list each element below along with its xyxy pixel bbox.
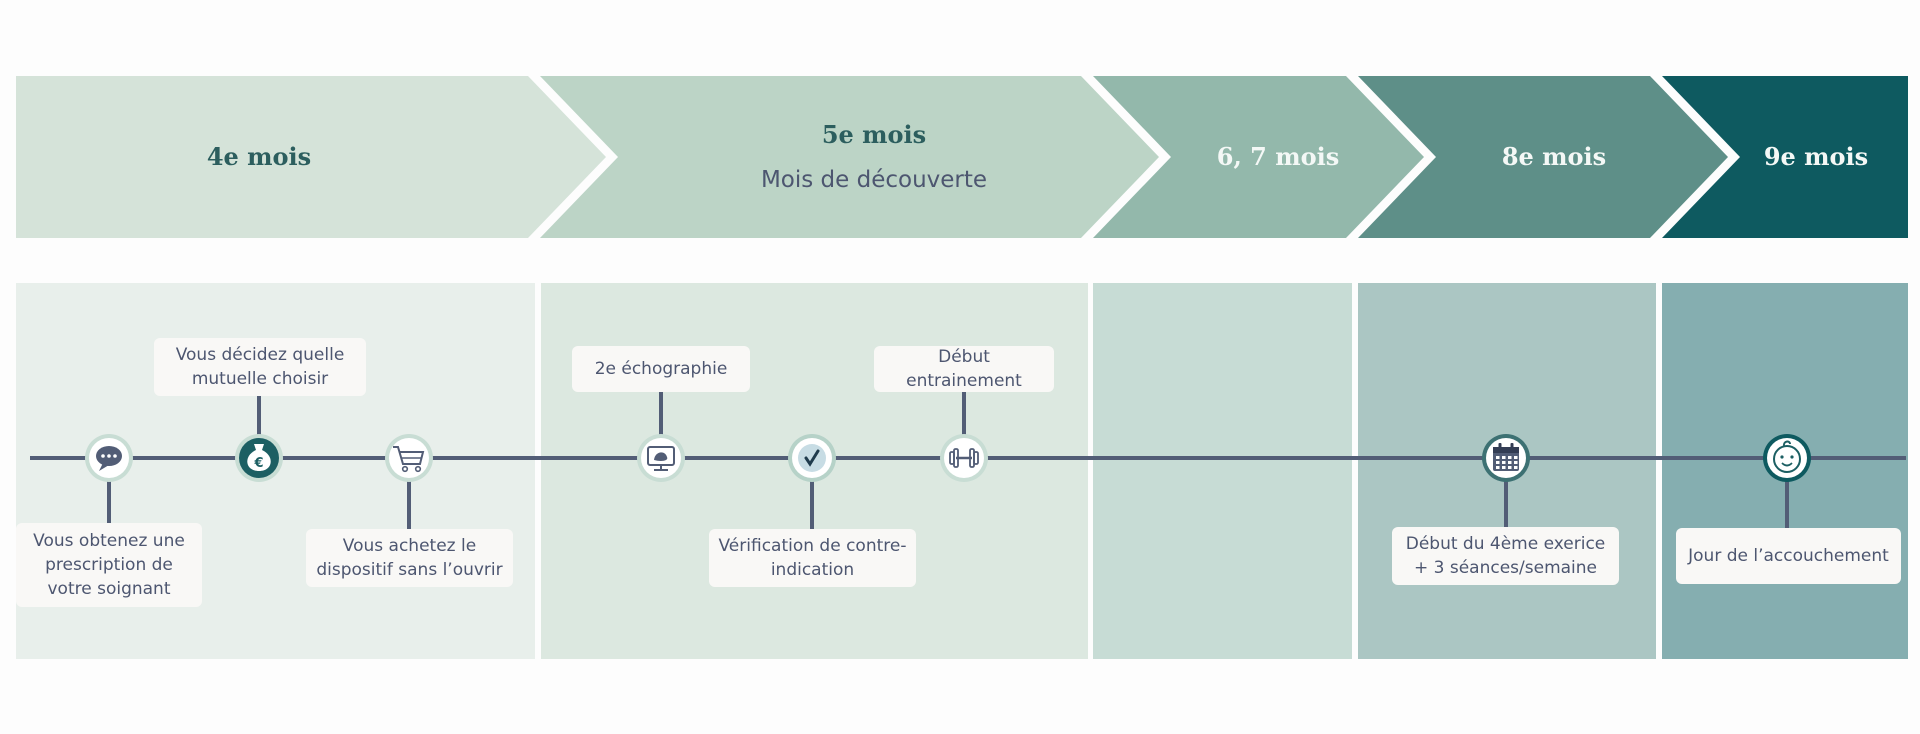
event-label-8: Jour de l’accouchement (1676, 528, 1901, 584)
month-title-3: 6, 7 mois (1217, 142, 1340, 171)
month-title-1: 4e mois (207, 142, 311, 171)
shopping-cart-icon (385, 434, 433, 482)
event-label-7: Début du 4ème exerice + 3 séances/semain… (1392, 527, 1619, 585)
event-label-5: Vérification de contre-indication (709, 529, 916, 587)
month-bar-1 (16, 76, 606, 238)
calendar-icon (1482, 434, 1530, 482)
month-bar-3 (1093, 76, 1424, 238)
month-title-5: 9e mois (1764, 142, 1868, 171)
month-title-4: 8e mois (1502, 142, 1606, 171)
event-label-3: Vous achetez le dispositif sans l’ouvrir (306, 529, 513, 587)
month-title-2: 5e mois (822, 120, 926, 149)
speech-bubble-icon (85, 434, 133, 482)
checkmark-icon (788, 434, 836, 482)
event-label-4: 2e échographie (572, 346, 750, 392)
month-subtitle-2: Mois de découverte (761, 167, 987, 193)
dumbbell-icon (940, 434, 988, 482)
baby-face-icon (1763, 434, 1811, 482)
month-panel-3 (1093, 283, 1352, 659)
month-bar-2 (540, 76, 1159, 238)
event-label-6: Début entrainement (874, 346, 1054, 392)
event-label-1: Vous obtenez une prescription de votre s… (16, 523, 202, 607)
month-bar-4 (1358, 76, 1728, 238)
event-label-2: Vous décidez quelle mutuelle choisir (154, 338, 366, 396)
ultrasound-monitor-icon (637, 434, 685, 482)
svg-text:€: € (253, 456, 263, 471)
money-bag-euro-icon: € (235, 434, 283, 482)
month-bar-5 (1662, 76, 1908, 238)
